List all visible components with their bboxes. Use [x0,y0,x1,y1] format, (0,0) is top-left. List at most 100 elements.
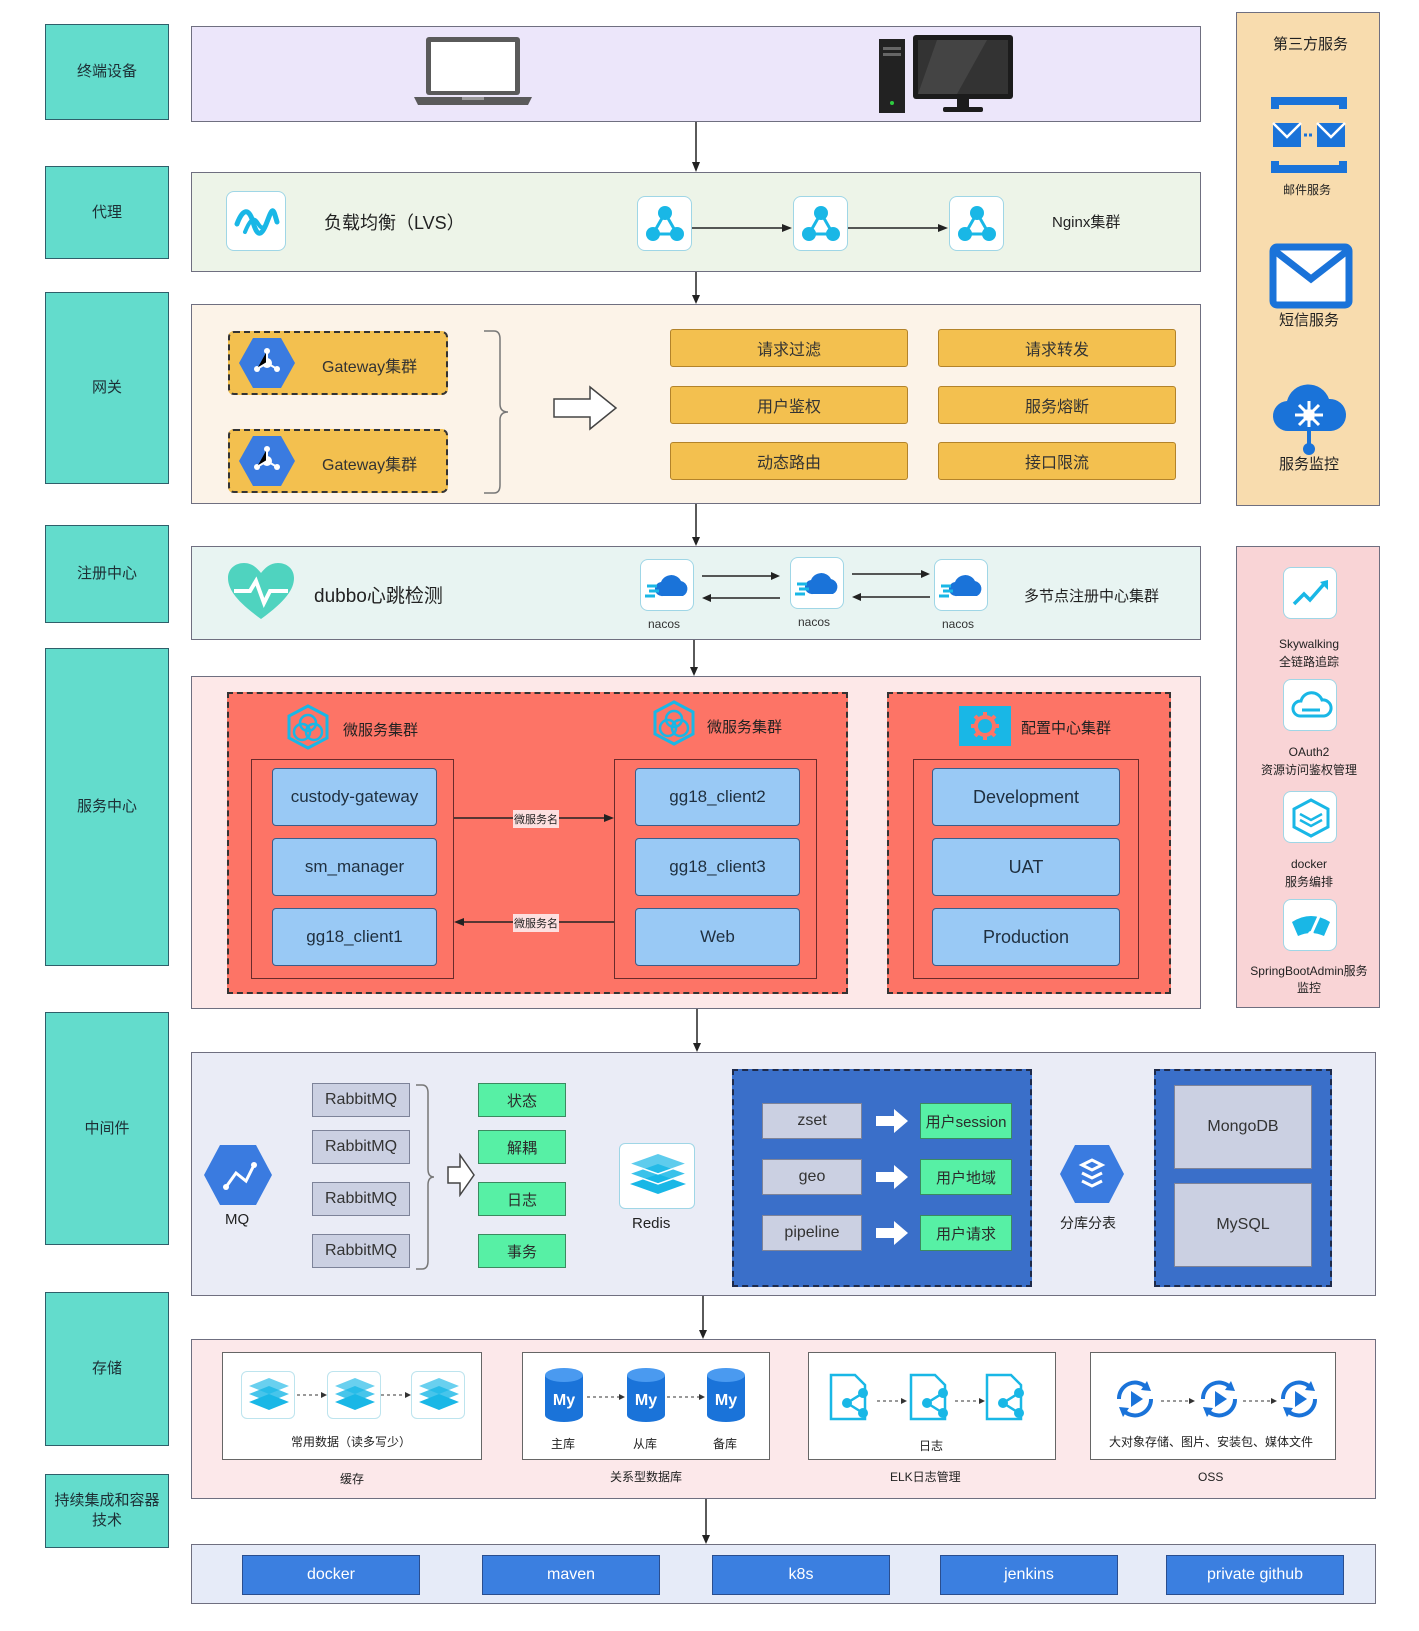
redis-layer-icon [241,1371,295,1419]
redis-layer-icon [327,1371,381,1419]
config-uat: UAT [932,838,1120,896]
microservice-icon [653,700,695,746]
redis-use-region: 用户地域 [920,1159,1012,1195]
nacos-node: nacos [934,559,990,631]
cloud-monitor-icon [1272,384,1347,455]
mail-service-label: 邮件服务 [1283,183,1332,197]
media-cycle-icon [1280,1380,1318,1418]
svg-text:My: My [715,1392,737,1409]
storage-panel: 常用数据（读多写少） 缓存 My My My 主库 从库 备库 关系型数据库 日… [191,1339,1376,1499]
redis-usage-area: zset geo pipeline 用户session 用户地域 用户请求 [732,1069,1032,1287]
service-gg18-client2: gg18_client2 [635,768,800,826]
springbootadmin-label: SpringBootAdmin服务监控 [1250,964,1368,995]
brace-icon [416,1084,435,1270]
config-production: Production [932,908,1120,966]
microservice-cluster-area: 微服务集群 微服务集群 custody-gateway sm_manager g… [227,692,848,994]
heartbeat-label: dubbo心跳检测 [314,586,443,607]
gateway-cluster-box: Gateway集群 [228,429,448,493]
gateway-feature-dynamic-routing: 动态路由 [670,442,908,480]
service-gg18-client1: gg18_client1 [272,908,437,966]
dashed-arrows [1161,1398,1277,1404]
lvs-label: 负载均衡（LVS） [324,213,465,233]
cache-box: 常用数据（读多写少） [222,1352,482,1460]
right-service-group: gg18_client2 gg18_client3 Web [614,759,817,979]
sharding-label: 分库分表 [1060,1215,1116,1231]
skywalking-label: Skywalking [1278,637,1340,651]
container-stack-icon [1283,791,1337,843]
left-service-group: custody-gateway sm_manager gg18_client1 [251,759,454,979]
mq-label: MQ [225,1211,250,1228]
media-cycle-icon [1116,1380,1154,1418]
oauth-label: OAuth2 [1288,745,1330,759]
redis-type-geo: geo [762,1159,862,1195]
right-arrow-icon [447,1153,475,1197]
ci-tool-jenkins: jenkins [940,1555,1118,1595]
right-arrow-icon [876,1221,908,1245]
nacos-label: nacos [798,615,831,629]
microservice-icon [287,704,329,750]
nacos-cloud-icon [790,557,844,609]
nacos-node: nacos [640,559,696,631]
layer-label-proxy: 代理 [45,166,169,259]
gateway-cluster-box: Gateway集群 [228,331,448,395]
elk-caption: 日志 [919,1439,944,1453]
gateway-hex-icon [239,338,295,388]
rabbitmq-node: RabbitMQ [312,1083,410,1117]
gateway-feature-request-forward: 请求转发 [938,329,1176,367]
layer-label-storage: 存储 [45,1292,169,1446]
gateway-feature-rate-limit: 接口限流 [938,442,1176,480]
trend-chart-icon [1283,567,1337,619]
middleware-panel: MQ RabbitMQ RabbitMQ RabbitMQ RabbitMQ 状… [191,1052,1376,1296]
sharding-hex-icon [1060,1145,1124,1203]
gateway-feature-circuit-breaker: 服务熔断 [938,386,1176,424]
third-party-panel: 第三方服务 邮件服务 短信服务 服务监控 [1236,12,1380,506]
desktop-computer-icon [879,35,1013,113]
cache-caption: 常用数据（读多写少） [291,1435,412,1449]
redis-use-session: 用户session [920,1103,1012,1139]
db-node-label: 从库 [633,1437,658,1451]
ci-tool-private-github: private github [1166,1555,1344,1595]
right-arrow-icon [876,1165,908,1189]
gateway-hex-icon [239,436,295,486]
redis-type-zset: zset [762,1103,862,1139]
db-mysql: MySQL [1174,1183,1312,1267]
third-party-title: 第三方服务 [1273,36,1349,53]
svg-text:My: My [635,1392,657,1409]
elk-box: 日志 [808,1352,1056,1460]
svg-text:My: My [553,1392,575,1409]
oss-caption: 大对象存储、图片、安装包、媒体文件 [1109,1435,1314,1449]
gateway-cluster-label: Gateway集群 [322,457,418,474]
nacos-cloud-icon [640,559,694,611]
registry-cluster-label: 多节点注册中心集群 [1024,588,1160,605]
right-arrow-icon [553,385,618,431]
oss-title: OSS [1198,1470,1224,1484]
nginx-node-icon [949,196,1004,251]
gateway-cluster-label: Gateway集群 [322,359,418,376]
ci-panel: docker maven k8s jenkins private github [191,1544,1376,1604]
layer-label-registry: 注册中心 [45,525,169,623]
config-center-area: 配置中心集群 Development UAT Production [887,692,1171,994]
sms-envelope-icon [1269,243,1353,309]
terminal-panel [191,26,1201,122]
ci-tool-docker: docker [242,1555,420,1595]
redis-layer-icon [411,1371,465,1419]
nginx-node-icon [637,196,692,251]
config-group: Development UAT Production [913,759,1139,979]
mq-hex-icon [204,1145,272,1205]
relational-db-box: My My My 主库 从库 备库 [522,1352,770,1460]
nacos-node: nacos [790,557,846,629]
docker-desc: 服务编排 [1284,875,1333,889]
dashed-arrows [587,1394,705,1400]
monitor-service-label: 服务监控 [1279,456,1340,473]
mysql-cylinder-icon: My [545,1368,583,1422]
laptop-icon [414,37,532,105]
service-custody-gateway: custody-gateway [272,768,437,826]
gear-icon [959,706,1011,746]
layer-label-terminal: 终端设备 [45,24,169,120]
skywalking-desc: 全链路追踪 [1278,655,1339,669]
brace-icon [484,330,509,494]
mq-use-decouple: 解耦 [478,1130,566,1164]
gateway-panel: Gateway集群 Gateway集群 请求过滤 请求转发 用户鉴权 服务熔断 … [191,304,1201,504]
elk-title: ELK日志管理 [890,1470,961,1484]
nacos-label: nacos [942,617,975,631]
